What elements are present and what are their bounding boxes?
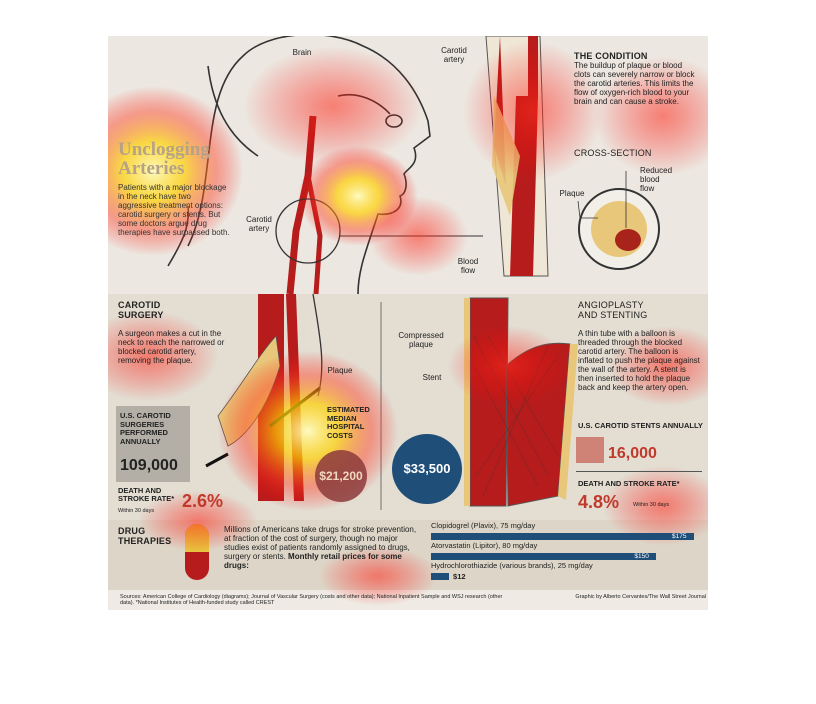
footer-credit: Graphic by Alberto Cervantes/The Wall St…: [575, 594, 706, 600]
reduced-blood-flow-label: Reduced blood flow: [640, 166, 673, 193]
stent-label: Stent: [422, 373, 442, 382]
stent-artery-icon: [469, 297, 509, 507]
surgery-text: A surgeon makes a cut in the neck to rea…: [118, 329, 225, 365]
stenting-stat-value: 16,000: [608, 445, 657, 462]
drugs-text: Millions of Americans take drugs for str…: [224, 525, 424, 571]
illustration-layer: [108, 36, 708, 610]
drug-name: Clopidogrel (Plavix), 75 mg/day: [431, 521, 536, 530]
drug-price-bar: [431, 553, 657, 560]
capsule-icon: [185, 524, 209, 580]
page-title: Unclogging Arteries: [118, 139, 210, 179]
stenting-text: A thin tube with a balloon is threaded t…: [578, 329, 700, 392]
drug-price-label: $150: [634, 553, 649, 560]
carotid-artery-label-top: Carotid artery: [441, 46, 467, 64]
surgery-cost-circle: [315, 450, 367, 502]
condition-text: The buildup of plaque or blood clots can…: [574, 61, 695, 106]
stenting-heading: ANGIOPLASTY AND STENTING: [578, 300, 648, 321]
surgery-stat-label: U.S. CAROTID SURGERIES PERFORMED ANNUALL…: [120, 411, 171, 446]
stent-cost-circle: [392, 434, 462, 504]
carotid-artery-label-neck: Carotid artery: [246, 215, 272, 233]
surgery-heading: CAROTID SURGERY: [118, 300, 164, 321]
costs-heading: ESTIMATED MEDIAN HOSPITAL COSTS: [327, 405, 370, 440]
compressed-plaque-label: Compressed plaque: [398, 331, 444, 349]
drug-name: Hydrochlorothiazide (various brands), 25…: [431, 561, 593, 570]
stenting-death-value: 4.8%: [578, 492, 620, 512]
condition-heading: THE CONDITION: [574, 51, 648, 61]
infographic-poster: Unclogging Arteries Patients with a majo…: [108, 36, 708, 610]
plaque-label-surgery: Plaque: [327, 366, 353, 375]
intro-text: Patients with a major blockage in the ne…: [118, 183, 230, 237]
stenting-death-label: DEATH AND STROKE RATE*: [578, 479, 680, 488]
stenting-death-sub: Within 30 days: [633, 502, 670, 508]
surgery-cost-value: $21,200: [319, 469, 363, 483]
drug-name: Atorvastatin (Lipitor), 80 mg/day: [431, 541, 538, 550]
drug-price-label: $175: [672, 533, 687, 540]
surgery-death-sub: Within 30 days: [118, 508, 155, 514]
drug-price-bar: [431, 533, 694, 540]
stent-stat-swatch: [576, 437, 604, 463]
blood-flow-label: Blood flow: [457, 257, 479, 275]
cross-section-heading: CROSS-SECTION: [574, 148, 652, 158]
drugs-heading: DRUG THERAPIES: [118, 526, 172, 547]
drug-price-label: $12: [453, 572, 466, 581]
stenting-rule: [576, 471, 702, 472]
surgery-stat-value: 109,000: [120, 457, 178, 474]
stent-cost-value: $33,500: [403, 461, 451, 476]
plaque-label-top: Plaque: [559, 189, 585, 198]
surgery-stat-panel: [116, 406, 190, 482]
drugs-description: Millions of Americans take drugs for str…: [224, 525, 417, 561]
drug-price-bar: [431, 573, 450, 580]
stenting-stat-label: U.S. CAROTID STENTS ANNUALLY: [578, 421, 703, 430]
brain-label: Brain: [292, 48, 312, 57]
surgery-death-value: 2.6%: [182, 491, 224, 511]
surgery-death-label: DEATH AND STROKE RATE*: [118, 486, 175, 504]
drugs-prices-caption: Monthly retail prices for some drugs:: [224, 551, 402, 570]
footer-sources: Sources: American College of Cardiology …: [120, 594, 503, 607]
